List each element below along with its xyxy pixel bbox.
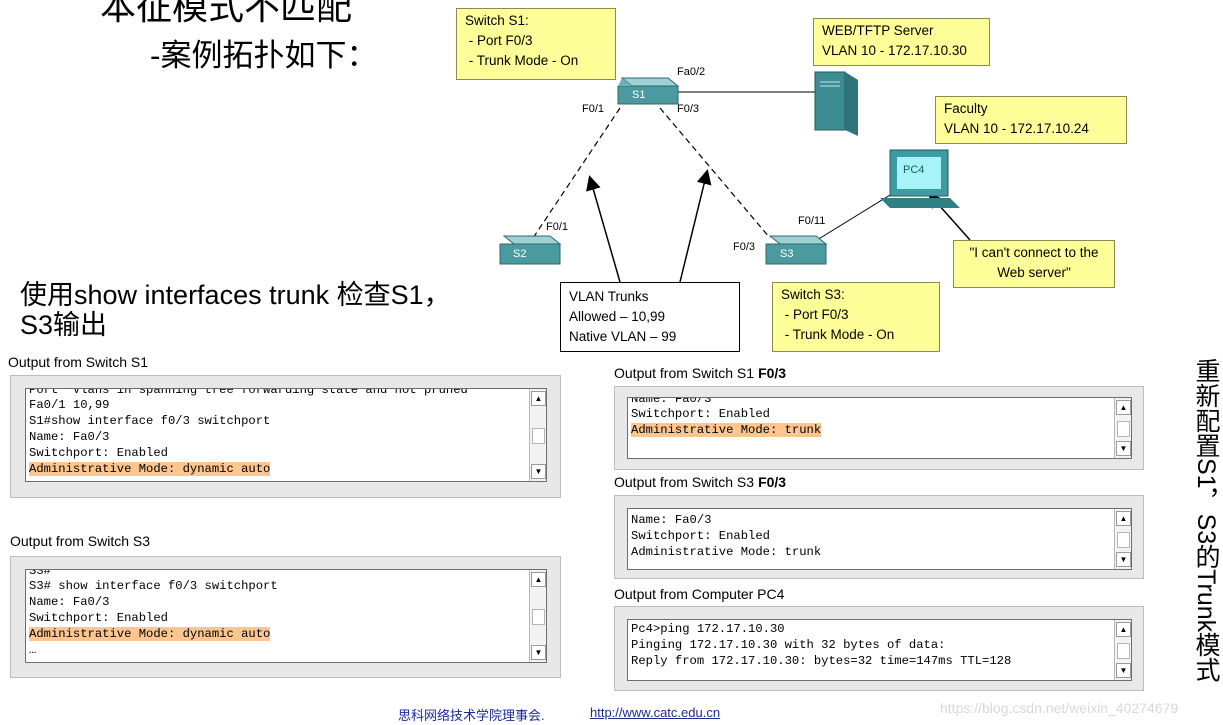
scroll-down-icon[interactable]: ▼ xyxy=(1116,552,1131,567)
port-label-s3-f011: F0/11 xyxy=(798,215,826,227)
port-label-s1-f03: F0/3 xyxy=(677,103,700,115)
scroll-up-icon[interactable]: ▲ xyxy=(1116,400,1131,415)
link-s1-s2 xyxy=(532,107,621,239)
scroll-up-icon[interactable]: ▲ xyxy=(1116,622,1131,637)
highlighted-line: Administrative Mode: dynamic auto xyxy=(29,462,271,476)
switch-s1-callout: Switch S1: - Port F0/3 - Trunk Mode - On xyxy=(456,8,616,80)
side-caption: 重新配置S1，S3的Trunk模式 xyxy=(1192,358,1220,683)
output-panel-s1-before: Port Vlans in spanning tree forwarding s… xyxy=(10,375,561,498)
switch-s3-callout: Switch S3: - Port F0/3 - Trunk Mode - On xyxy=(772,282,940,352)
scroll-thumb[interactable] xyxy=(1117,532,1130,548)
arrow-to-s1s3 xyxy=(679,169,712,283)
server-callout: WEB/TFTP Server VLAN 10 - 172.17.10.30 xyxy=(813,18,990,66)
port-label-s2-f01: F0/1 xyxy=(546,221,569,233)
terminal-s1-after[interactable]: Name: Fa0/3 Switchport: Enabled Administ… xyxy=(627,397,1132,459)
highlighted-line: Administrative Mode: dynamic auto xyxy=(29,627,271,641)
complaint-callout: "I can't connect to the Web server" xyxy=(953,240,1115,288)
pc4-icon xyxy=(880,149,960,208)
terminal-scrollbar[interactable]: ▲▼ xyxy=(1114,509,1131,569)
highlighted-line: Administrative Mode: trunk xyxy=(631,423,822,437)
scroll-up-icon[interactable]: ▲ xyxy=(1116,511,1131,526)
watermark: https://blog.csdn.net/weixin_40274679 xyxy=(940,700,1179,716)
port-label-s1-f01: F0/1 xyxy=(582,103,605,115)
panel-title-pc4: Output from Computer PC4 xyxy=(614,586,785,602)
terminal-scrollbar[interactable]: ▲▼ xyxy=(1114,398,1131,458)
panel-title-s1-before: Output from Switch S1 xyxy=(8,354,149,370)
scroll-down-icon[interactable]: ▼ xyxy=(1116,663,1131,678)
port-label-s1-fa02: Fa0/2 xyxy=(677,66,706,78)
pc4-label: PC4 xyxy=(903,164,925,176)
scroll-down-icon[interactable]: ▼ xyxy=(531,645,546,660)
page-heading: 本征模式不匹配 xyxy=(100,0,353,28)
switch-s1-label: S1 xyxy=(632,89,646,101)
scroll-down-icon[interactable]: ▼ xyxy=(531,464,546,479)
output-panel-s1-after: Name: Fa0/3 Switchport: Enabled Administ… xyxy=(614,386,1144,470)
switch-s1-icon xyxy=(617,77,680,105)
scroll-thumb[interactable] xyxy=(1117,421,1130,437)
scroll-up-icon[interactable]: ▲ xyxy=(531,572,546,587)
terminal-s1-before[interactable]: Port Vlans in spanning tree forwarding s… xyxy=(25,388,547,482)
link-s1-s3 xyxy=(659,107,771,239)
scroll-thumb[interactable] xyxy=(532,609,545,625)
scroll-thumb[interactable] xyxy=(532,428,545,444)
terminal-scrollbar[interactable]: ▲▼ xyxy=(529,570,546,662)
server-icon xyxy=(814,71,858,136)
terminal-s3-before[interactable]: S3# S3# show interface f0/3 switchport N… xyxy=(25,569,547,663)
arrow-to-s1s2 xyxy=(586,175,621,283)
output-panel-s3-before: S3# S3# show interface f0/3 switchport N… xyxy=(10,556,561,678)
port-label-s3-f03: F0/3 xyxy=(733,241,756,253)
terminal-s3-after[interactable]: Name: Fa0/3 Switchport: Enabled Administ… xyxy=(627,508,1132,570)
topology-diagram xyxy=(499,71,971,283)
instruction-note: 使用show interfaces trunk 检查S1， S3输出 xyxy=(20,280,451,340)
scroll-up-icon[interactable]: ▲ xyxy=(531,391,546,406)
switch-s2-label: S2 xyxy=(513,248,527,260)
faculty-callout: Faculty VLAN 10 - 172.17.10.24 xyxy=(935,96,1127,144)
switch-s3-icon xyxy=(765,235,828,265)
terminal-scrollbar[interactable]: ▲▼ xyxy=(1114,620,1131,680)
output-panel-s3-after: Name: Fa0/3 Switchport: Enabled Administ… xyxy=(614,495,1144,579)
panel-title-s3-before: Output from Switch S3 xyxy=(10,533,151,549)
terminal-pc4[interactable]: Pc4>ping 172.17.10.30 Pinging 172.17.10.… xyxy=(627,619,1132,681)
footer-org: 思科网络技术学院理事会. xyxy=(398,708,545,723)
scroll-down-icon[interactable]: ▼ xyxy=(1116,441,1131,456)
footer-link[interactable]: http://www.catc.edu.cn xyxy=(590,705,721,720)
scroll-thumb[interactable] xyxy=(1117,643,1130,659)
switch-s2-icon xyxy=(499,235,562,265)
terminal-scrollbar[interactable]: ▲▼ xyxy=(529,389,546,481)
topology-subheading: -案例拓扑如下： xyxy=(150,38,378,74)
vlan-trunks-box: VLAN Trunks Allowed – 10,99 Native VLAN … xyxy=(560,282,740,352)
output-panel-pc4: Pc4>ping 172.17.10.30 Pinging 172.17.10.… xyxy=(614,606,1144,691)
switch-s3-label: S3 xyxy=(780,248,794,260)
